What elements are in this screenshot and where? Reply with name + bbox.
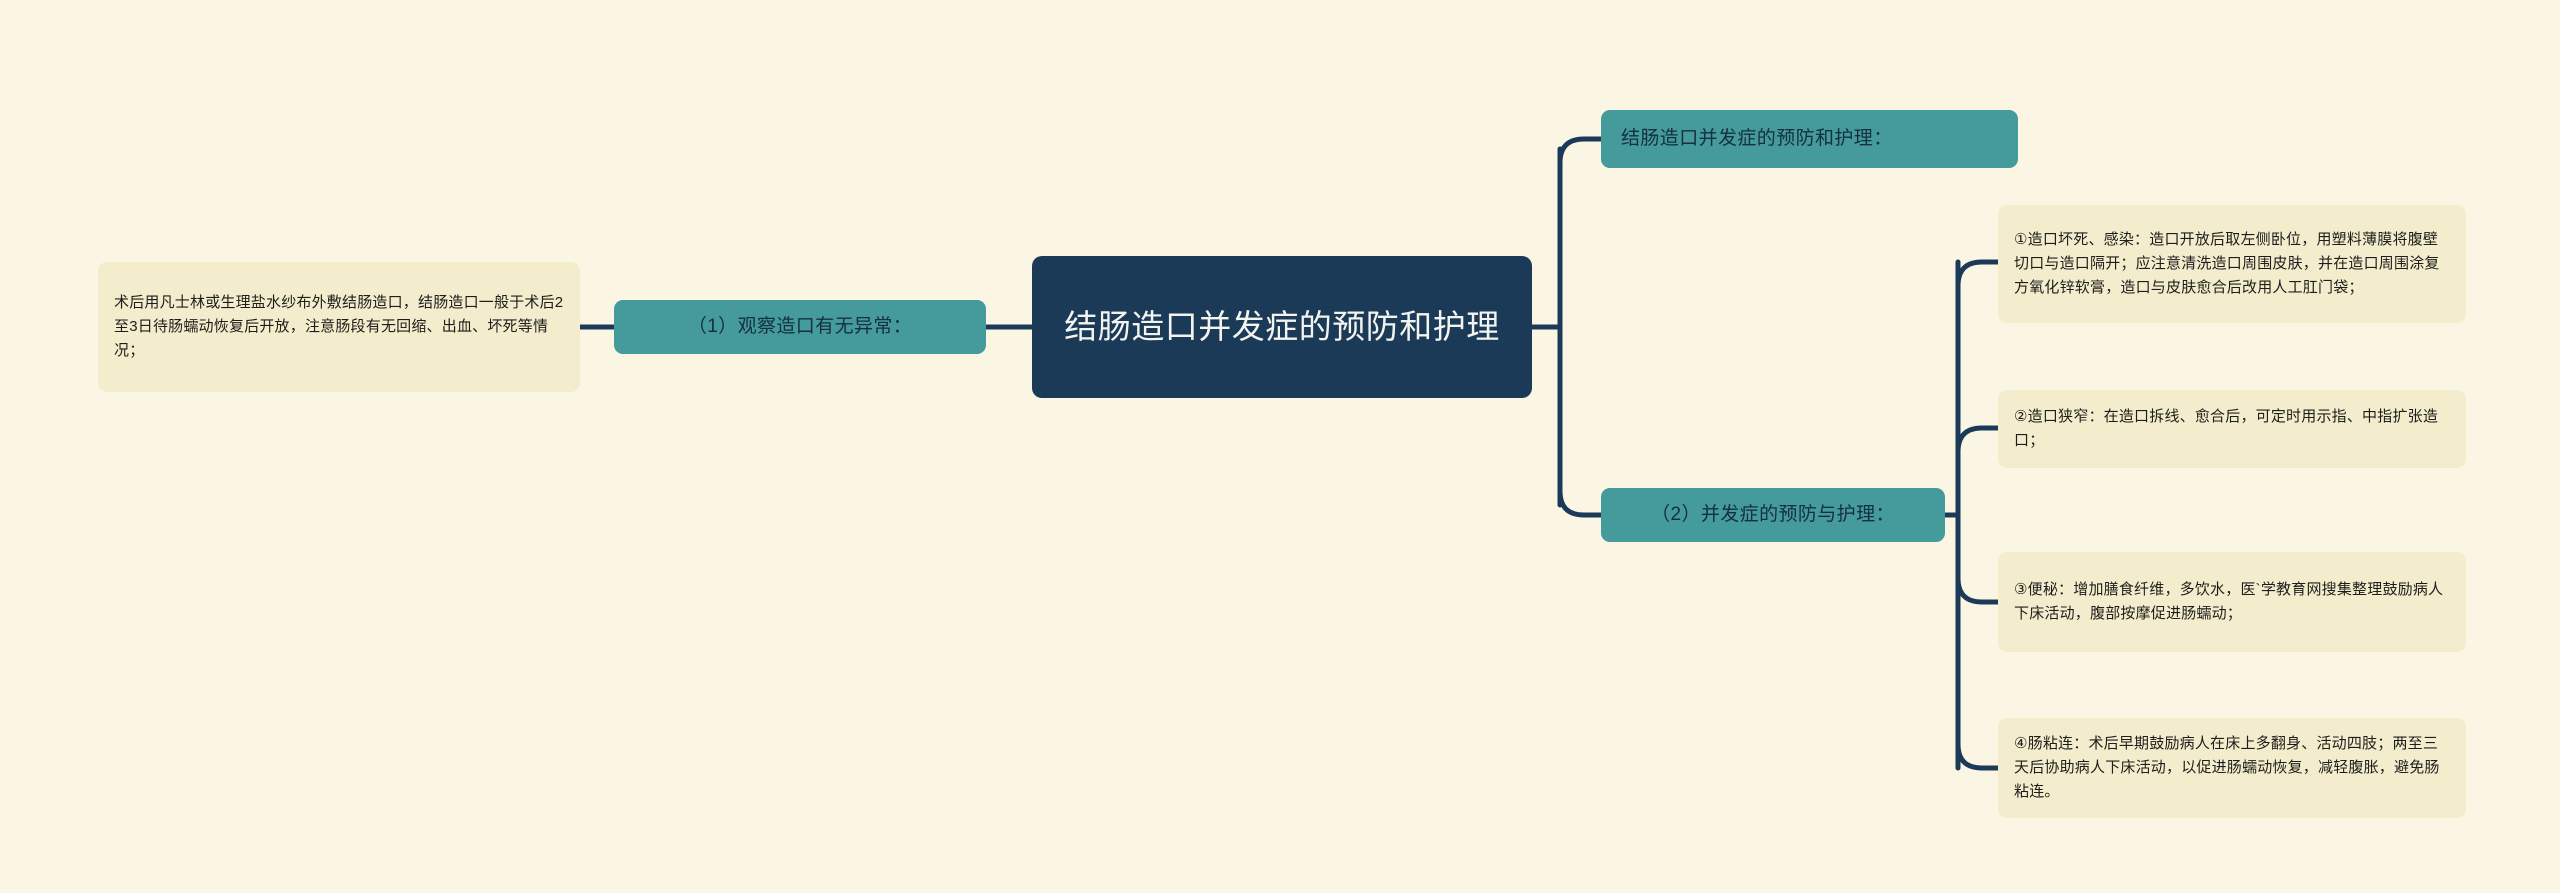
leaf-constipation-label: ③便秘：增加膳食纤维，多饮水，医`学教育网搜集整理鼓励病人下床活动，腹部按摩促进… bbox=[2014, 580, 2444, 622]
wire-leaf-trunk-to-leaf-1 bbox=[1955, 259, 2001, 289]
root-node[interactable]: 结肠造口并发症的预防和护理 bbox=[1032, 256, 1532, 398]
wire-leaf-trunk-to-leaf-2 bbox=[1955, 425, 2001, 455]
branch-right-complication-care-label: （2）并发症的预防与护理： bbox=[1651, 503, 1895, 525]
branch-right-complication-care[interactable]: （2）并发症的预防与护理： bbox=[1601, 488, 1945, 542]
root-node-label: 结肠造口并发症的预防和护理 bbox=[1064, 308, 1500, 346]
leaf-intestinal-adhesion[interactable]: ④肠粘连：术后早期鼓励病人在床上多翻身、活动四肢；两至三天后协助病人下床活动，以… bbox=[1998, 718, 2466, 818]
leaf-constipation[interactable]: ③便秘：增加膳食纤维，多饮水，医`学教育网搜集整理鼓励病人下床活动，腹部按摩促进… bbox=[1998, 552, 2466, 652]
leaf-necrosis-infection[interactable]: ①造口坏死、感染：造口开放后取左侧卧位，用塑料薄膜将腹壁切口与造口隔开；应注意清… bbox=[1998, 205, 2466, 323]
branch-right-prevention-care-title[interactable]: 结肠造口并发症的预防和护理： bbox=[1601, 110, 2018, 168]
wire-trunk-to-branch-1 bbox=[1557, 136, 1604, 166]
wire-leaf-trunk-to-leaf-3 bbox=[1955, 575, 2001, 605]
leaf-stenosis-label: ②造口狭窄：在造口拆线、愈合后，可定时用示指、中指扩张造口； bbox=[2014, 407, 2439, 449]
leaf-intestinal-adhesion-label: ④肠粘连：术后早期鼓励病人在床上多翻身、活动四肢；两至三天后协助病人下床活动，以… bbox=[2014, 734, 2440, 801]
leaf-necrosis-infection-label: ①造口坏死、感染：造口开放后取左侧卧位，用塑料薄膜将腹壁切口与造口隔开；应注意清… bbox=[2014, 230, 2440, 297]
wire-trunk-to-branch-2 bbox=[1557, 488, 1604, 518]
leaf-stenosis[interactable]: ②造口狭窄：在造口拆线、愈合后，可定时用示指、中指扩张造口； bbox=[1998, 390, 2466, 468]
branch-left-observation-label: （1）观察造口有无异常： bbox=[687, 315, 913, 337]
leaf-left-observation-detail[interactable]: 术后用凡士林或生理盐水纱布外敷结肠造口，结肠造口一般于术后2至3日待肠蠕动恢复后… bbox=[98, 262, 580, 392]
leaf-left-observation-detail-label: 术后用凡士林或生理盐水纱布外敷结肠造口，结肠造口一般于术后2至3日待肠蠕动恢复后… bbox=[114, 293, 564, 360]
branch-left-observation[interactable]: （1）观察造口有无异常： bbox=[614, 300, 986, 354]
branch-right-prevention-care-title-label: 结肠造口并发症的预防和护理： bbox=[1621, 127, 1893, 149]
wire-leaf-trunk-to-leaf-4 bbox=[1955, 741, 2001, 771]
